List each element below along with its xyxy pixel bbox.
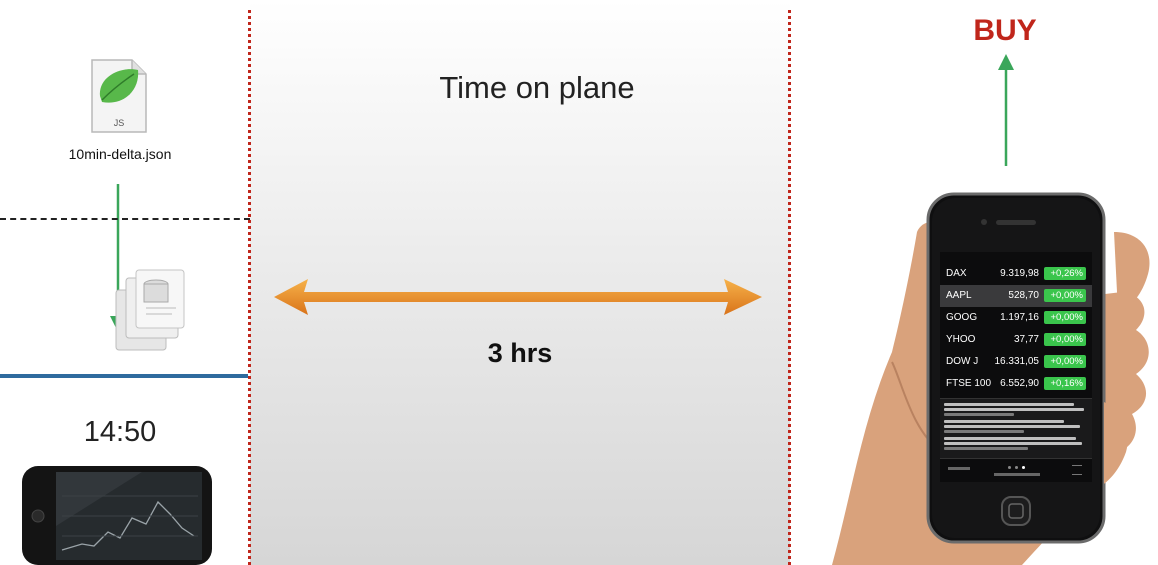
time-on-plane-panel: [250, 0, 790, 565]
arrow-up-icon: [998, 54, 1014, 166]
stock-value: 6.552,90: [1000, 378, 1039, 389]
center-title: Time on plane: [439, 70, 635, 105]
document-js-icon: JS: [91, 59, 147, 133]
smartphone-landscape-icon: [22, 466, 212, 565]
stock-row[interactable]: DOW J 16.331,05 +0,00%: [940, 351, 1092, 373]
news-panel[interactable]: [940, 398, 1092, 459]
stock-row[interactable]: YHOO 37,77 +0,00%: [940, 329, 1092, 351]
stock-change: +0,00%: [1044, 355, 1086, 368]
stock-app-screen: DAX 9.319,98 +0,26% AAPL 528,70 +0,00% G…: [940, 252, 1092, 482]
stock-symbol: DOW J: [946, 356, 979, 367]
divider-right: [788, 10, 791, 565]
file-label: 10min-delta.json: [68, 146, 172, 162]
stock-change: +0,00%: [1044, 311, 1086, 324]
database-icon: [115, 269, 185, 351]
stock-row[interactable]: FTSE 100 6.552,90 +0,16%: [940, 373, 1092, 395]
divider-left: [248, 10, 251, 565]
stock-row[interactable]: GOOG 1.197,16 +0,00%: [940, 307, 1092, 329]
duration-label: 3 hrs: [487, 338, 553, 368]
timeline-line: [0, 374, 248, 378]
dashed-divider: [0, 218, 250, 220]
stock-value: 9.319,98: [1000, 268, 1039, 279]
stock-value: 528,70: [1008, 290, 1039, 301]
stock-symbol: DAX: [946, 268, 967, 279]
stock-symbol: YHOO: [946, 334, 976, 345]
stock-change: +0,26%: [1044, 267, 1086, 280]
bottom-bar: [940, 458, 1092, 483]
stock-symbol: GOOG: [946, 312, 978, 323]
stock-symbol: FTSE 100: [946, 378, 992, 389]
time-label: 14:50: [83, 416, 157, 448]
stock-change: +0,16%: [1044, 377, 1086, 390]
file-badge: JS: [114, 118, 125, 128]
stock-value: 37,77: [1013, 334, 1039, 345]
stock-row[interactable]: DAX 9.319,98 +0,26%: [940, 263, 1092, 285]
stock-value: 1.197,16: [1000, 312, 1039, 323]
double-arrow-icon: [274, 279, 762, 315]
buy-label: BUY: [973, 14, 1037, 47]
stock-symbol: AAPL: [946, 290, 972, 301]
stock-row[interactable]: AAPL 528,70 +0,00%: [940, 285, 1092, 307]
stock-value: 16.331,05: [994, 356, 1040, 367]
stock-change: +0,00%: [1044, 333, 1086, 346]
stock-change: +0,00%: [1044, 289, 1086, 302]
